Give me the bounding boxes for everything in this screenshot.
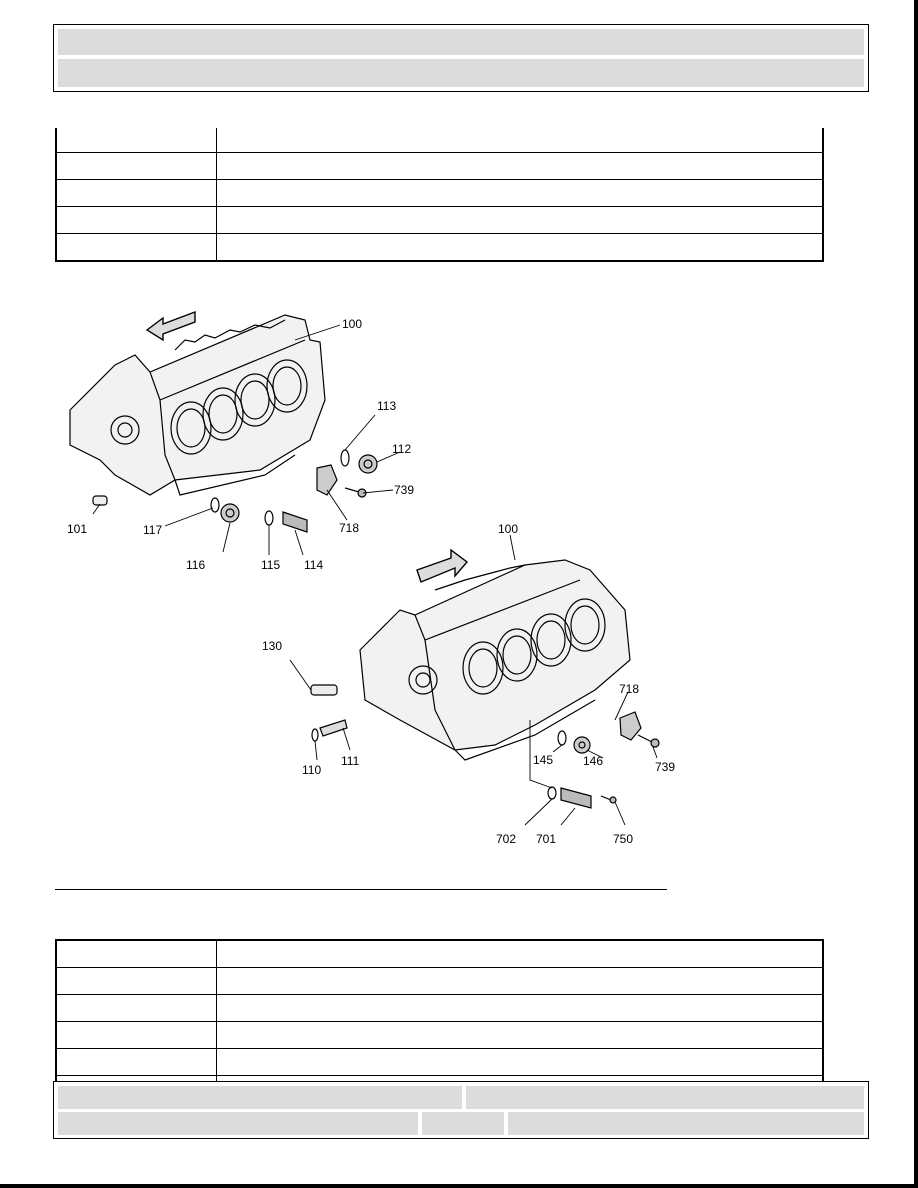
callout-label: 112: [392, 442, 411, 456]
table-cell: [216, 128, 823, 153]
part-739-bolt-lower: [637, 734, 660, 748]
table-cell: [56, 206, 217, 234]
callout-label: 100: [498, 522, 518, 536]
callout-label: 739: [394, 483, 414, 497]
table-cell: [56, 128, 217, 153]
part-115-seal: [264, 510, 274, 526]
engine-block-lower-illustration: [359, 559, 631, 761]
part-114-sensor: [282, 511, 308, 533]
table-row: [56, 128, 823, 153]
spec-table-bottom: [55, 939, 824, 1084]
part-750-bolt: [600, 795, 617, 804]
page-header: [53, 24, 869, 92]
table-cell: [216, 152, 823, 180]
table-cell: [216, 1048, 823, 1076]
callout-label: 146: [583, 754, 603, 768]
callout-label: 130: [262, 639, 282, 653]
table-cell: [216, 1021, 823, 1049]
table-row: [56, 152, 823, 180]
table-cell: [56, 1021, 217, 1049]
table-cell: [56, 1075, 217, 1084]
callout-label: 701: [536, 832, 556, 846]
table-row: [56, 179, 823, 207]
callout-label: 101: [67, 522, 87, 536]
table-cell: [56, 940, 217, 968]
callout-label: 718: [619, 682, 639, 696]
table-row: [56, 206, 823, 234]
footer-cell: [508, 1112, 864, 1135]
footer-cell: [422, 1112, 504, 1135]
part-718-sensor: [316, 464, 338, 496]
part-110-plug: [311, 728, 319, 742]
table-cell: [216, 940, 823, 968]
engine-block-upper-illustration: [69, 314, 326, 496]
part-739-bolt: [344, 487, 367, 498]
callout-label: 110: [302, 763, 321, 777]
callout-label: 111: [341, 754, 360, 768]
part-117-seal: [210, 497, 220, 513]
header-title-bar: [58, 29, 864, 55]
table-cell: [216, 233, 823, 262]
table-row: [56, 967, 823, 995]
callout-label: 718: [339, 521, 359, 535]
part-701-sensor: [560, 787, 592, 809]
table-row: [56, 994, 823, 1022]
table-cell: [216, 206, 823, 234]
table-cell: [56, 967, 217, 995]
part-146-plug: [573, 736, 591, 754]
footer-cell: [58, 1112, 418, 1135]
table-cell: [56, 179, 217, 207]
table-cell: [216, 994, 823, 1022]
callout-label: 114: [304, 558, 323, 572]
part-718-sensor-lower: [619, 711, 642, 741]
callout-label: 739: [655, 760, 675, 774]
header-subtitle-bar: [58, 59, 864, 87]
table-cell: [216, 179, 823, 207]
callout-label: 115: [261, 558, 280, 572]
direction-arrow-upper: [145, 310, 196, 342]
footer-cell: [466, 1086, 864, 1109]
section-divider: [55, 889, 667, 890]
table-cell: [56, 152, 217, 180]
table-cell: [56, 1048, 217, 1076]
part-101-dowel: [92, 495, 108, 506]
callout-label: 116: [186, 558, 205, 572]
table-cell: [56, 233, 217, 262]
callout-label: 113: [377, 399, 396, 413]
table-row: [56, 1048, 823, 1076]
table-row: [56, 1021, 823, 1049]
part-116-plug: [220, 503, 240, 523]
table-row: [56, 940, 823, 968]
callout-label: 702: [496, 832, 516, 846]
table-cell: [216, 967, 823, 995]
part-130-dowel: [310, 684, 338, 696]
part-111-plug: [319, 719, 348, 737]
table-cell: [56, 994, 217, 1022]
footer-cell: [58, 1086, 462, 1109]
part-112-plug: [358, 454, 378, 474]
spec-table-top: [55, 128, 824, 262]
callout-label: 100: [342, 317, 362, 331]
engine-block-exploded-diagram: 100 113 112 739 718 101 117 116 115 114 …: [67, 310, 675, 846]
direction-arrow-lower: [416, 548, 469, 583]
part-113-seal: [340, 449, 350, 467]
table-row: [56, 1075, 823, 1084]
table-row: [56, 233, 823, 262]
part-145-seal: [557, 730, 567, 746]
callout-label: 750: [613, 832, 633, 846]
part-702-seal: [547, 786, 557, 800]
callout-label: 145: [533, 753, 553, 767]
callout-label: 117: [143, 523, 162, 537]
page-footer: [53, 1081, 869, 1139]
